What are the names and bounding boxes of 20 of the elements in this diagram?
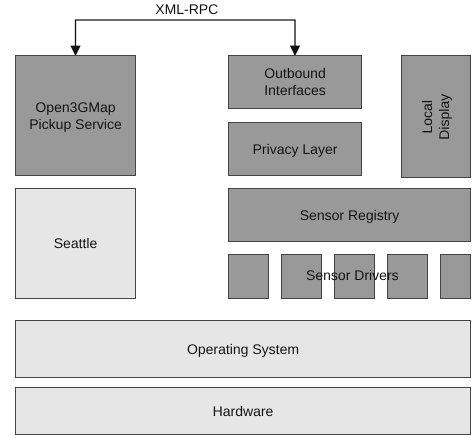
layer-box: [228, 188, 471, 242]
box-label: Outbound Interfaces: [263, 65, 327, 99]
layer-box: [15, 188, 136, 299]
layer-box: [15, 320, 471, 378]
layer-box: [401, 55, 471, 178]
layer-box: [228, 55, 362, 109]
layer-box: [15, 387, 471, 435]
box-label: Sensor Registry: [300, 206, 400, 224]
empty-box: [440, 254, 471, 299]
arrow: [70, 19, 300, 56]
layer-box: [15, 55, 136, 176]
empty-box: [228, 254, 269, 299]
edge-label: XML-RPC: [155, 1, 218, 17]
box-label: Open3GMap Pickup Service: [28, 98, 123, 132]
box-label: Hardware: [212, 402, 274, 420]
box-label: Operating System: [186, 340, 300, 358]
box-label: Seattle: [54, 235, 98, 252]
box-label: Local Display: [419, 92, 453, 142]
layer-box: [228, 122, 362, 176]
box-label: Privacy Layer: [252, 140, 338, 158]
